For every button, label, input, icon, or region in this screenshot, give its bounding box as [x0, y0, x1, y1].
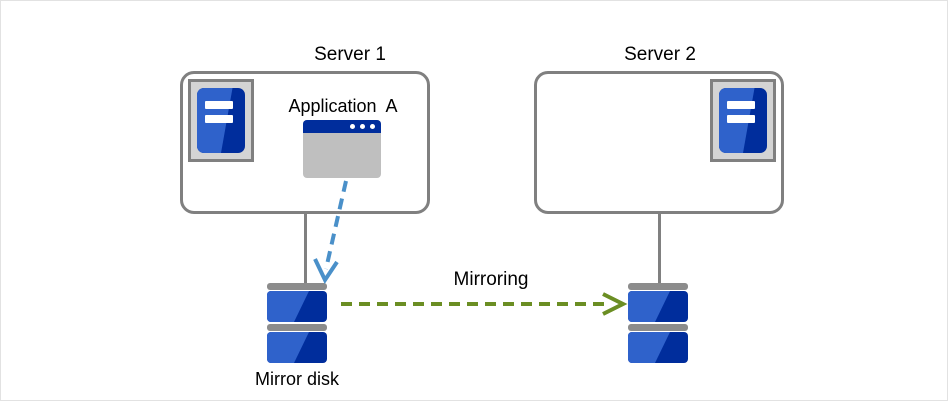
- disk-block-1: [267, 291, 327, 322]
- server-2-device-icon: [710, 79, 776, 162]
- disk-platter-bar-1: [628, 283, 688, 290]
- window-dot-1: [350, 124, 355, 129]
- disk-platter-bar-1: [267, 283, 327, 290]
- server-icon-slot-top: [204, 101, 234, 110]
- disk-block-highlight: [267, 332, 309, 363]
- window-dot-2: [360, 124, 365, 129]
- application-a-label: Application A: [288, 96, 398, 116]
- server-icon-slot-top: [726, 101, 756, 110]
- server-1-title: Server 1: [314, 44, 386, 65]
- server-2-title: Server 2: [624, 44, 696, 65]
- disk-platter-bar-2: [628, 324, 688, 331]
- disk-block-2: [267, 332, 327, 363]
- mirroring-arrow: [341, 292, 628, 316]
- server-icon-body: [197, 88, 245, 153]
- server-1-device-icon: [188, 79, 254, 162]
- disk-2[interactable]: [628, 283, 688, 363]
- application-window-icon[interactable]: [303, 120, 381, 178]
- mirror-disk-label: Mirror disk: [255, 369, 339, 389]
- disk-1[interactable]: [267, 283, 327, 363]
- window-titlebar: [303, 120, 381, 133]
- disk-block-highlight: [267, 291, 309, 322]
- server-icon-body: [719, 88, 767, 153]
- mirroring-label: Mirroring: [453, 269, 529, 290]
- disk-block-highlight: [628, 291, 670, 322]
- server-icon-slot-bottom: [204, 114, 234, 124]
- disk-block-highlight: [628, 332, 670, 363]
- disk-block-1: [628, 291, 688, 322]
- server-1-disk-connector: [304, 213, 307, 285]
- disk-platter-bar-2: [267, 324, 327, 331]
- window-dot-3: [370, 124, 375, 129]
- disk-block-2: [628, 332, 688, 363]
- server-icon-slot-bottom: [726, 114, 756, 124]
- server-2-disk-connector: [658, 213, 661, 285]
